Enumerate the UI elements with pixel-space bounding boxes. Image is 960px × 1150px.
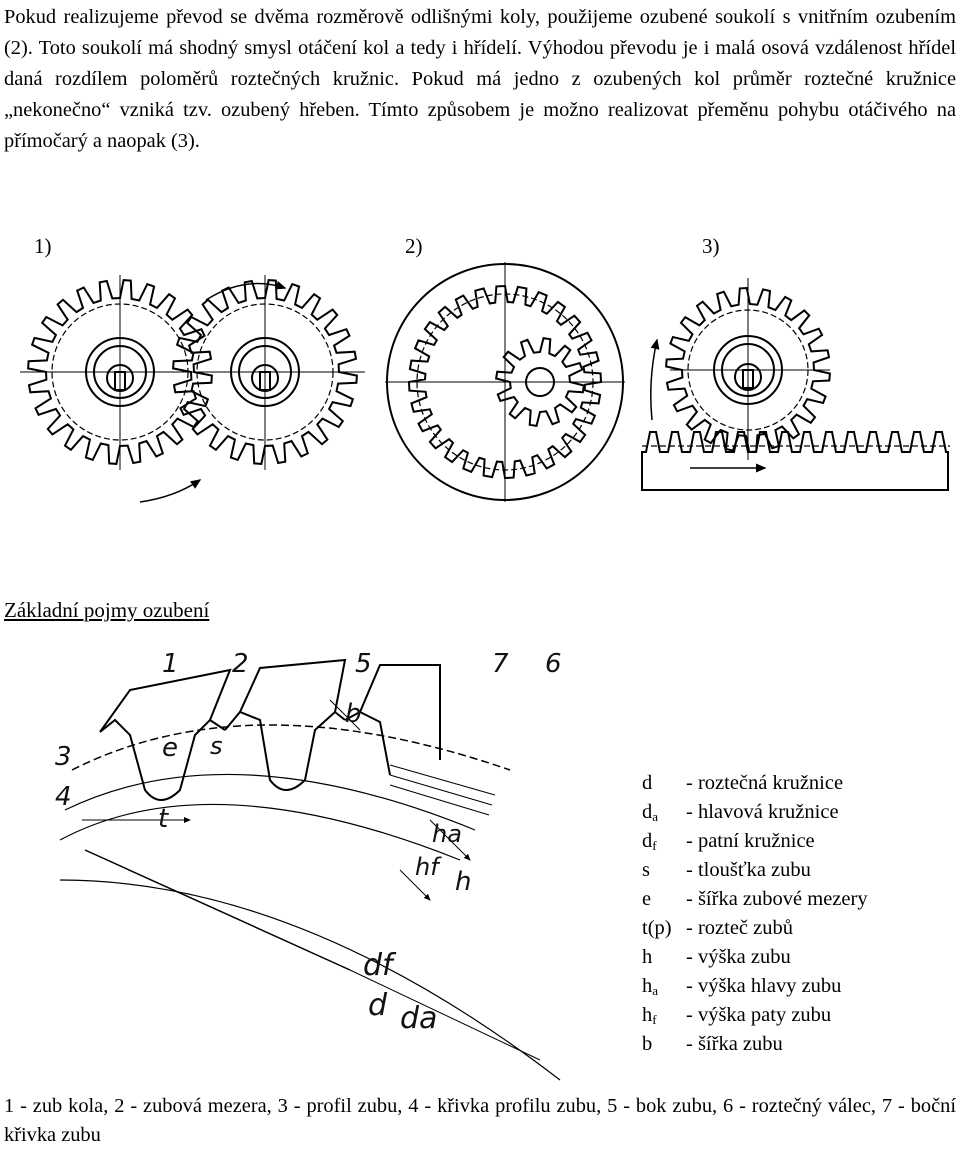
label-da: da: [400, 1001, 437, 1036]
figure-label-3: 3): [702, 234, 720, 258]
label-df: df: [363, 948, 397, 983]
label-e: e: [162, 733, 178, 763]
label-n1: 1: [162, 649, 179, 679]
label-hf: hf: [415, 853, 442, 881]
legend-row: hf- výška paty zubu: [642, 1004, 832, 1027]
tooth-diagram: [59, 658, 561, 1081]
footnote: 1 - zub kola, 2 - zubová mezera, 3 - pro…: [4, 1095, 956, 1146]
label-n4: 4: [55, 782, 72, 812]
gear-pair-external: [20, 275, 365, 503]
figure-label-2: 2): [405, 234, 423, 258]
label-n3: 3: [55, 742, 72, 772]
figure-label-1: 1): [34, 234, 52, 258]
legend-row: da- hlavová kružnice: [642, 801, 839, 824]
label-s: s: [210, 732, 223, 760]
gear-internal: [385, 262, 625, 502]
label-h: h: [455, 867, 471, 897]
legend-row: d- roztečná kružnice: [642, 772, 844, 794]
legend-row: e- šířka zubové mezery: [642, 888, 868, 910]
legend-row: df- patní kružnice: [642, 830, 815, 853]
label-d: d: [368, 988, 388, 1023]
rack: [641, 431, 949, 491]
legend-row: ha- výška hlavy zubu: [642, 975, 842, 998]
label-t: t: [158, 804, 169, 834]
label-n2: 2: [232, 649, 249, 679]
legend-row: h- výška zubu: [642, 946, 791, 968]
legend-row: b- šířka zubu: [642, 1033, 783, 1055]
label-b: b: [345, 699, 362, 729]
section-heading: Základní pojmy ozubení: [4, 598, 210, 622]
label-n7: 7: [492, 649, 509, 679]
rack-and-pinion: [641, 278, 950, 491]
label-n5: 5: [355, 649, 372, 679]
legend-row: t(p)- rozteč zubů: [642, 917, 793, 939]
intro-paragraph: Pokud realizujeme převod se dvěma rozměr…: [4, 6, 956, 152]
label-n6: 6: [545, 649, 562, 679]
label-ha: ha: [432, 820, 462, 848]
legend-row: s- tloušťka zubu: [642, 859, 811, 881]
